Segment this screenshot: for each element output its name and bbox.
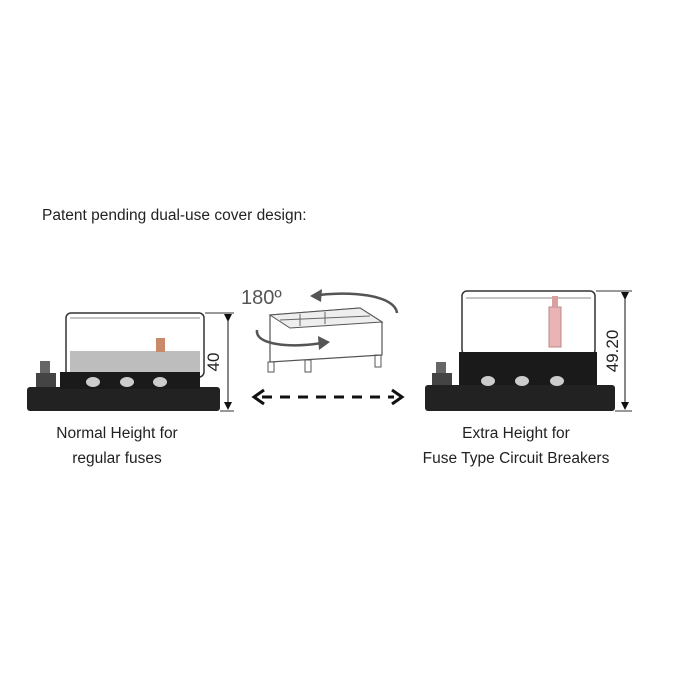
right-caption-line1: Extra Height for bbox=[462, 425, 570, 442]
right-caption-line2: Fuse Type Circuit Breakers bbox=[422, 450, 610, 467]
fuse-icon bbox=[156, 338, 165, 352]
page-title: Patent pending dual-use cover design: bbox=[42, 207, 307, 224]
dimension-label-right: 49.20 bbox=[603, 330, 622, 373]
rotation-label: 180º bbox=[241, 287, 282, 309]
extra-height-fuse-box bbox=[425, 290, 615, 411]
dimension-line-40 bbox=[205, 312, 234, 412]
left-caption-line2: regular fuses bbox=[72, 450, 162, 467]
dimension-label-left: 40 bbox=[204, 353, 223, 372]
double-arrow-icon bbox=[251, 388, 405, 406]
dimension-line-49-20 bbox=[596, 290, 632, 412]
cover-rotation-illustration bbox=[255, 289, 399, 373]
left-caption-line1: Normal Height for bbox=[56, 425, 178, 442]
normal-height-fuse-box bbox=[27, 312, 220, 411]
rotate-arrow-icon bbox=[311, 292, 399, 314]
